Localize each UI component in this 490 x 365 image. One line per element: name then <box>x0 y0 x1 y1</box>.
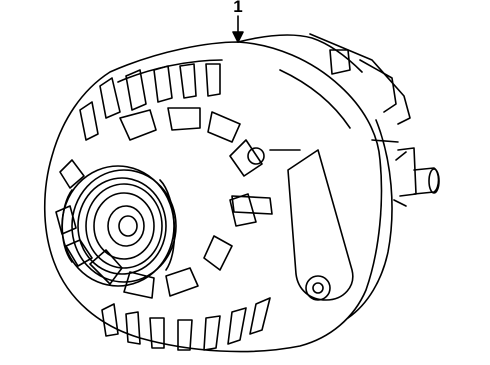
front-housing <box>43 41 383 353</box>
mounting-ear <box>269 149 354 301</box>
pulley <box>61 165 177 287</box>
callout-number: 1 <box>233 0 243 16</box>
vent-slots <box>55 107 263 299</box>
shaft-stud <box>393 147 440 207</box>
lower-fins <box>101 297 271 351</box>
callout-leader <box>232 15 244 43</box>
cooling-fins <box>79 63 221 141</box>
terminal-boss <box>231 147 273 215</box>
rear-housing <box>237 33 411 319</box>
